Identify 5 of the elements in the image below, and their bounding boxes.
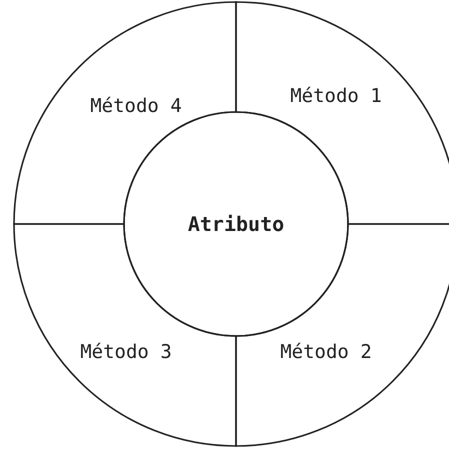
segment-label: Método 3 — [80, 341, 172, 363]
center-label: Atributo — [188, 212, 284, 236]
segment-label: Método 1 — [290, 85, 382, 107]
segment-label: Método 4 — [90, 95, 182, 117]
segment-label: Método 2 — [280, 341, 372, 363]
